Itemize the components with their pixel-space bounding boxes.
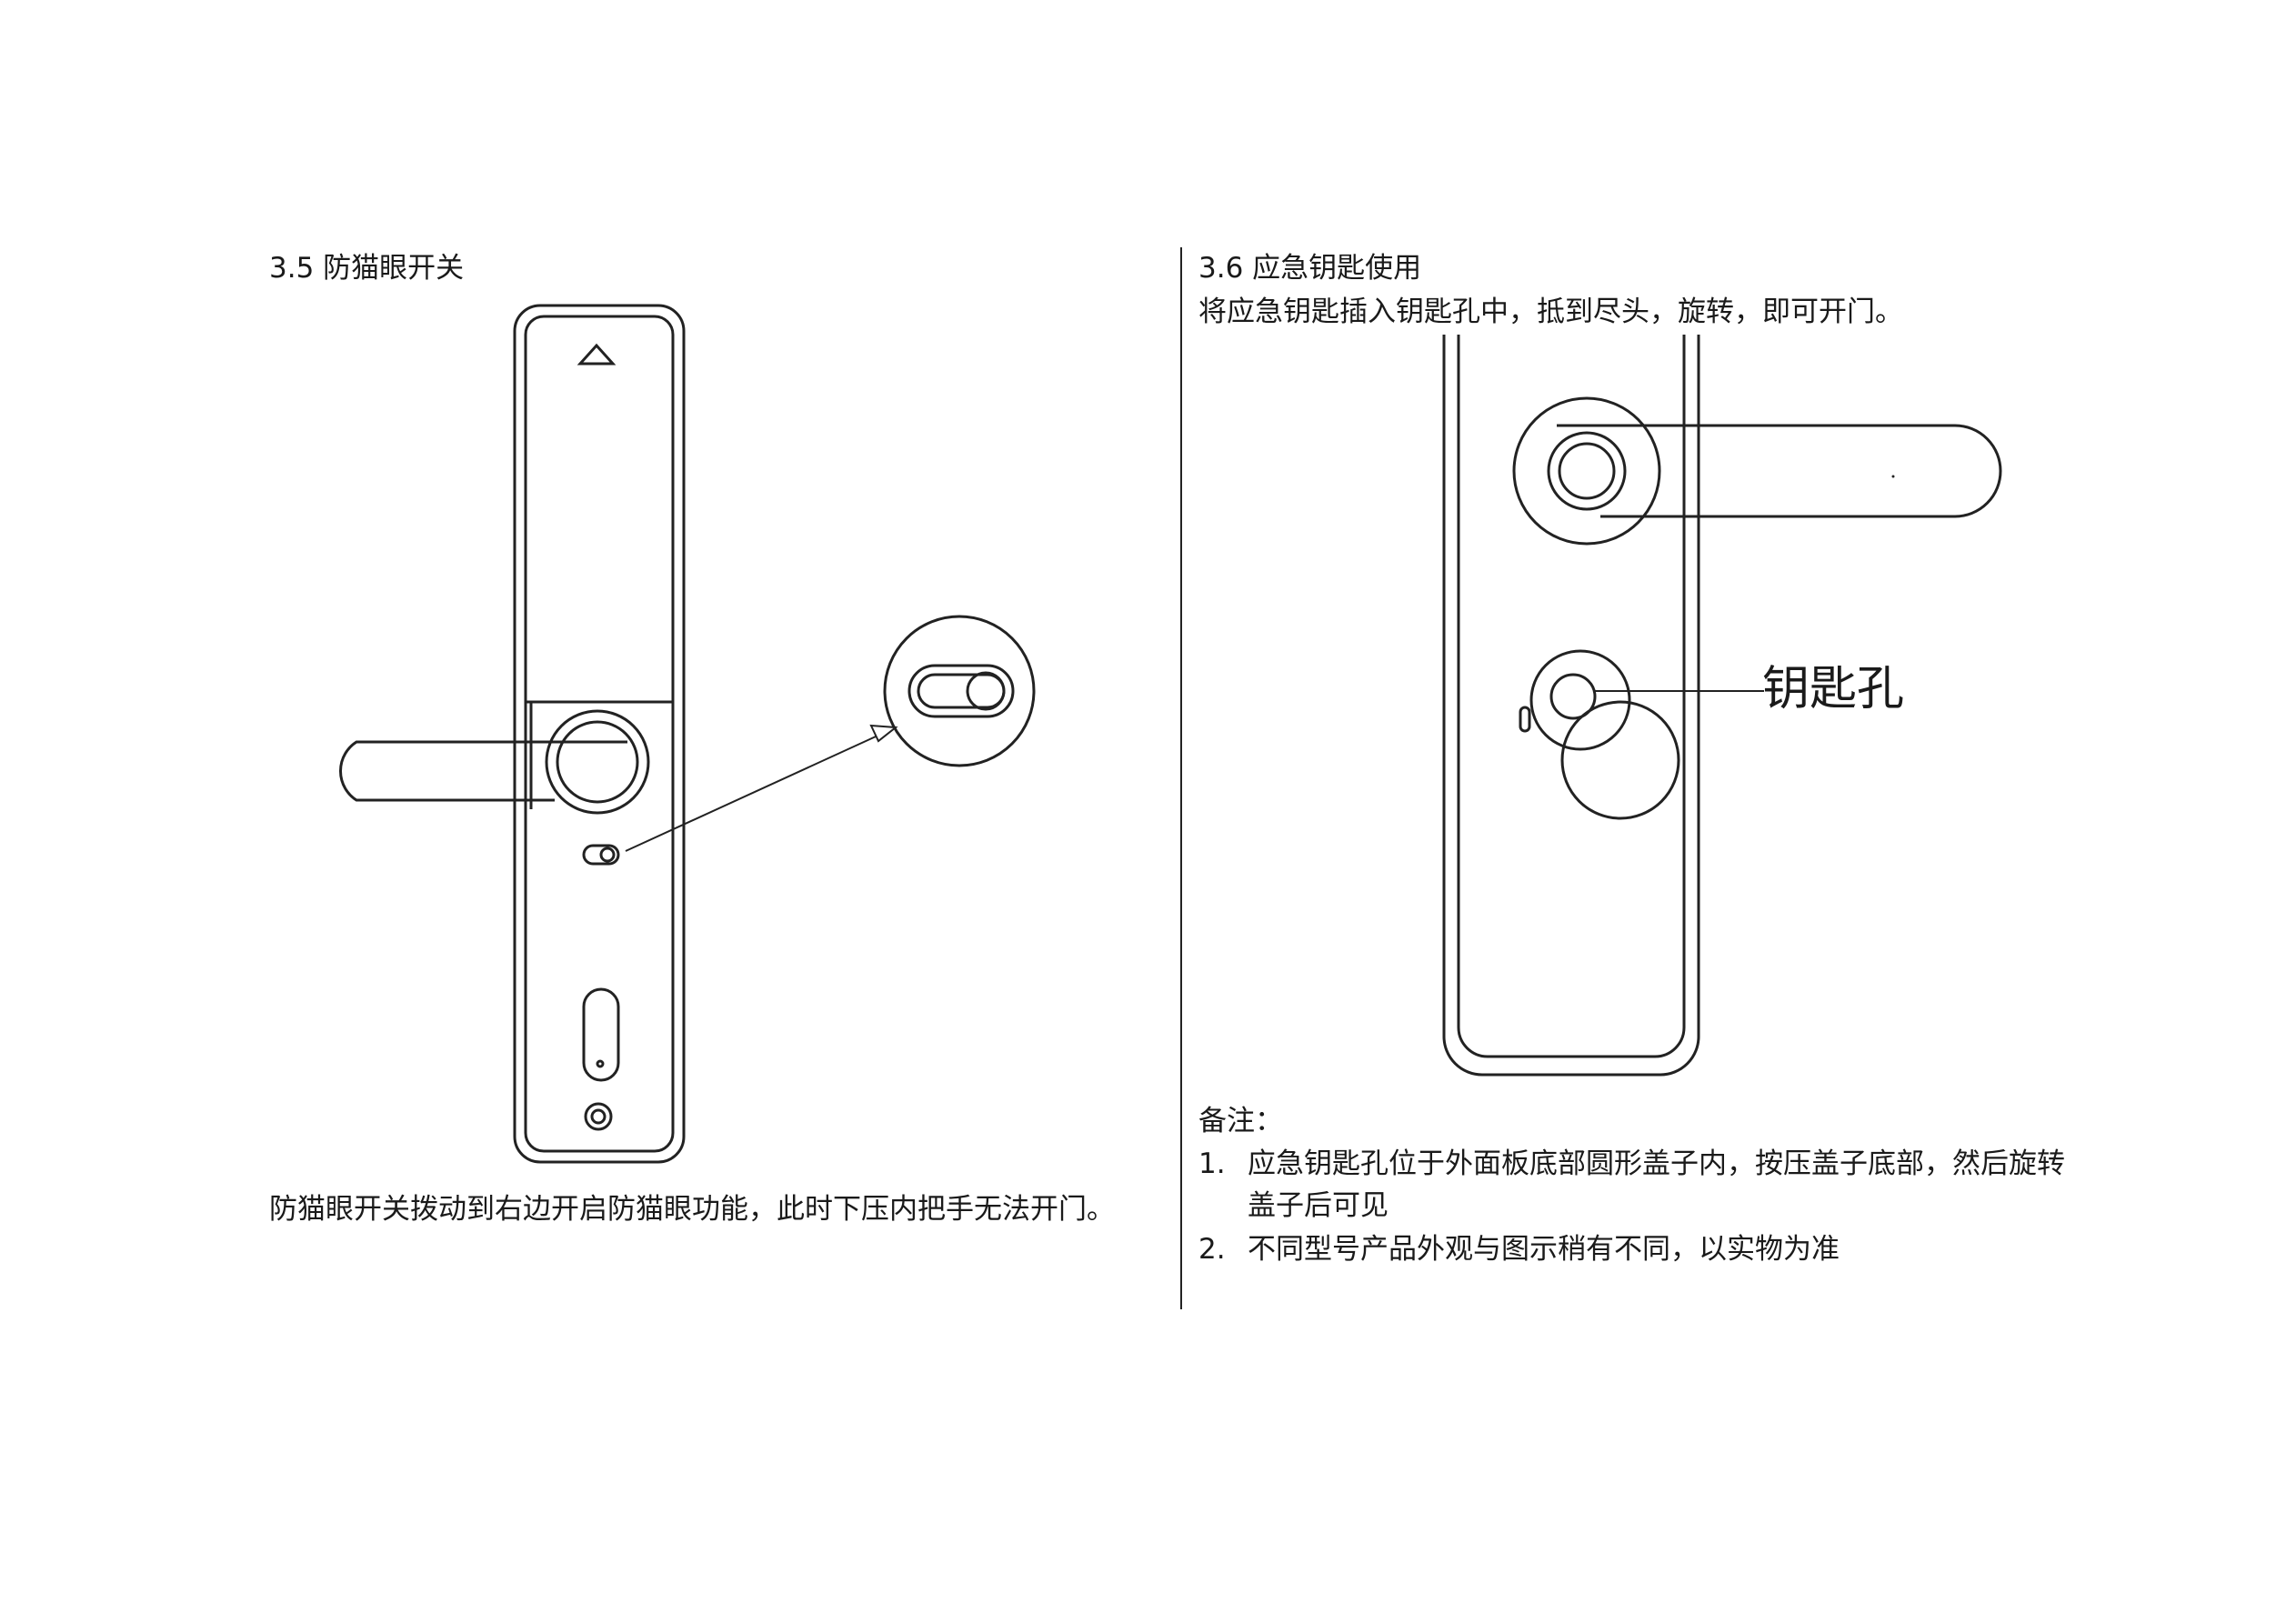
lock-diagram-anti-peephole	[339, 304, 1036, 1164]
keyhole-callout-label: 钥匙孔	[1762, 662, 1905, 716]
note-item-2: 2. 不同型号产品外观与图示稍有不同，以实物为准	[1198, 1231, 1840, 1267]
note-text: 应急钥匙孔位于外面板底部圆形盖子内，按压盖子底部，然后旋转	[1248, 1147, 2065, 1180]
note-number: 1.	[1198, 1147, 1226, 1180]
column-divider	[1180, 247, 1182, 1309]
anti-peephole-caption: 防猫眼开关拨动到右边开启防猫眼功能，此时下压内把手无法开门。	[269, 1193, 1115, 1226]
note-text: 不同型号产品外观与图示稍有不同，以实物为准	[1248, 1233, 1840, 1266]
keyhole-callout-line	[1593, 690, 1764, 692]
emergency-key-instruction: 将应急钥匙插入钥匙孔中，抵到尽头，旋转，即可开门。	[1198, 296, 1903, 328]
notes-title: 备注：	[1198, 1105, 1283, 1137]
note-number: 2.	[1198, 1233, 1226, 1266]
keyhole-icon	[1549, 673, 1597, 720]
note-item-1: 1. 应急钥匙孔位于外面板底部圆形盖子内，按压盖子底部，然后旋转	[1198, 1146, 2065, 1182]
lock-diagram-emergency-key	[1442, 335, 2002, 1077]
up-arrow-icon	[577, 343, 617, 366]
slider-switch-icon	[582, 844, 620, 866]
section-heading-anti-peephole: 3.5 防猫眼开关	[269, 252, 465, 285]
note-item-1-continued: 盖子后可见	[1248, 1189, 1389, 1222]
section-heading-emergency-key: 3.6 应急钥匙使用	[1198, 252, 1422, 285]
